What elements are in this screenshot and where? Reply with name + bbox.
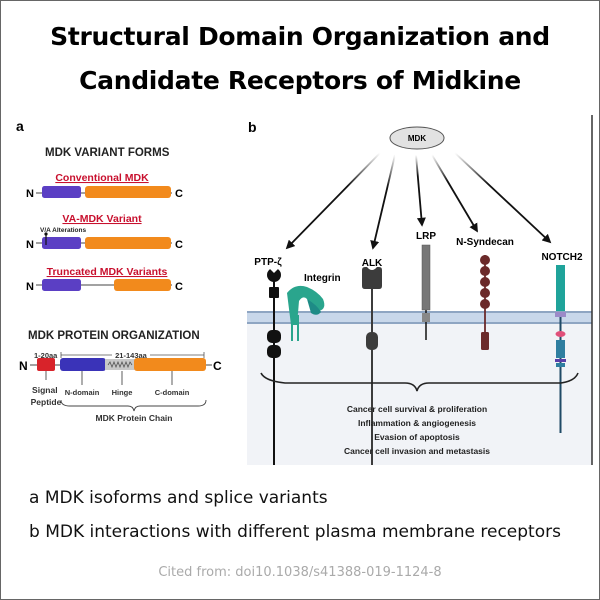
receptor-label-n-syndecan: N-Syndecan xyxy=(456,237,514,248)
organization-heading: MDK PROTEIN ORGANIZATION xyxy=(28,330,200,342)
hinge-zigzag xyxy=(107,360,133,369)
hinge-block xyxy=(105,359,135,370)
arrow-to-n-syndecan xyxy=(431,154,478,233)
outcome-item: Evasion of apoptosis xyxy=(374,432,460,442)
c-domain-block xyxy=(85,237,171,249)
c-domain-block xyxy=(114,279,171,291)
mdk-ligand xyxy=(389,126,445,150)
figure-title-line2: Candidate Receptors of Midkine xyxy=(79,66,521,95)
panel-a: a MDK VARIANT FORMS Conventional MDK N C… xyxy=(16,118,222,423)
receptor-label-integrin: Integrin xyxy=(304,273,341,284)
variant-bar-truncated: N C xyxy=(26,279,183,293)
plasma-membrane xyxy=(247,312,592,323)
outcome-item: Cancer cell invasion and metastasis xyxy=(344,446,490,456)
variant-heading: MDK VARIANT FORMS xyxy=(45,147,170,159)
receptor-label-lrp: LRP xyxy=(416,231,436,242)
range-21-143aa: 21-143aa xyxy=(115,351,148,360)
n-domain-block xyxy=(42,186,81,198)
alk-receptor xyxy=(362,267,382,465)
variant-bar-conventional: N C xyxy=(26,186,183,200)
variant-bar-va: N C xyxy=(26,232,183,251)
c-terminus-label: C xyxy=(175,239,183,251)
variant-title-va: VA-MDK Variant xyxy=(62,213,142,225)
range-1-20aa: 1-20aa xyxy=(34,351,58,360)
n-terminus-label: N xyxy=(19,359,28,373)
c-domain-block xyxy=(85,186,171,198)
n-syndecan-receptor xyxy=(480,255,490,350)
citation: Cited from: doi10.1038/s41388-019-1124-8 xyxy=(158,565,442,580)
panel-b-label: b xyxy=(248,119,257,135)
hinge-label: Hinge xyxy=(112,388,133,397)
cytoplasm-area xyxy=(247,317,592,465)
outcomes-brace xyxy=(260,372,579,392)
arrow-to-ptp-zeta xyxy=(285,152,381,250)
outcomes-list: Cancer cell survival & proliferation Inf… xyxy=(344,404,490,456)
arrow-to-lrp xyxy=(415,154,426,227)
mdk-ligand-label: MDK xyxy=(408,134,426,143)
c-domain-block xyxy=(134,358,206,371)
chain-brace xyxy=(60,399,207,412)
n-terminus-label: N xyxy=(26,239,34,251)
n-terminus-label: N xyxy=(26,281,34,293)
caption-b: b MDK interactions with different plasma… xyxy=(29,522,561,542)
receptor-label-alk: ALK xyxy=(362,258,383,269)
va-alterations-label: V/A Alterations xyxy=(40,227,86,234)
figure-title-line1: Structural Domain Organization and xyxy=(50,22,550,51)
ptp-zeta-receptor xyxy=(267,268,281,465)
caption-a: a MDK isoforms and splice variants xyxy=(29,488,328,508)
panel-a-label: a xyxy=(16,118,24,134)
outcome-item: Cancer cell survival & proliferation xyxy=(347,404,487,414)
c-terminus-label: C xyxy=(175,281,183,293)
n-terminus-label: N xyxy=(26,188,34,200)
notch2-receptor xyxy=(555,265,566,433)
panel-b: b MDK PTP-ζ Integrin ALK LRP N-Syndecan … xyxy=(247,115,593,465)
outcome-item: Inflammation & angiogenesis xyxy=(358,418,476,428)
c-terminus-label: C xyxy=(213,359,222,373)
c-terminus-label: C xyxy=(175,188,183,200)
signal-peptide-label: Signal Peptide xyxy=(31,385,62,407)
lrp-receptor xyxy=(421,244,431,340)
receptor-label-ptp-zeta: PTP-ζ xyxy=(254,257,282,268)
arrow-to-notch2 xyxy=(454,152,552,244)
arrow-to-alk xyxy=(370,154,396,250)
variant-title-conventional: Conventional MDK xyxy=(55,172,149,184)
chain-label: MDK Protein Chain xyxy=(96,413,173,423)
c-domain-label: C-domain xyxy=(155,388,190,397)
variant-title-truncated: Truncated MDK Variants xyxy=(47,266,168,278)
n-domain-block xyxy=(42,237,81,249)
n-domain-label: N-domain xyxy=(65,388,100,397)
receptor-label-notch2: NOTCH2 xyxy=(541,252,583,263)
n-domain-block xyxy=(60,358,106,371)
n-domain-block xyxy=(42,279,81,291)
integrin-receptor xyxy=(287,285,325,341)
signal-peptide-block xyxy=(37,358,55,371)
